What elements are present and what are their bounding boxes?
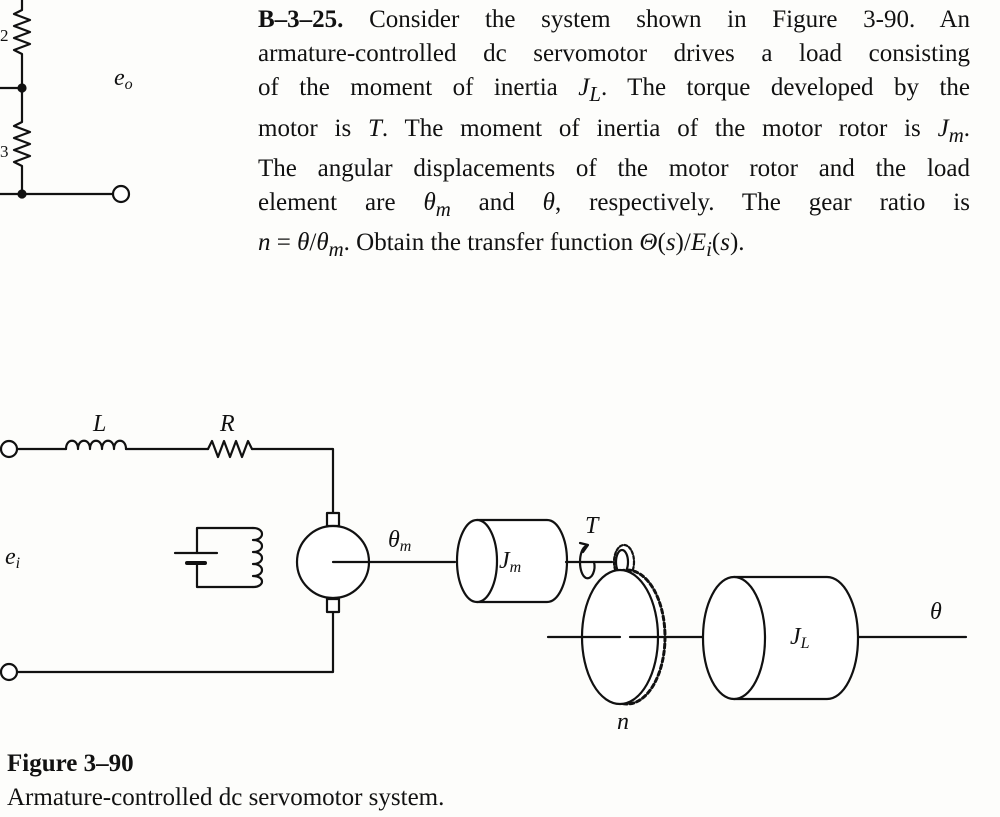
wire-r-to-motor bbox=[250, 447, 335, 515]
problem-line-6: element are θm and θ, respectively. The … bbox=[258, 189, 970, 222]
load-inertia bbox=[701, 575, 968, 701]
inductor-coil bbox=[64, 439, 128, 451]
motor-brush-bottom bbox=[325, 597, 341, 614]
problem-statement: B–3–25. Consider the system shown in Fig… bbox=[258, 3, 970, 266]
label-gear-ratio: n bbox=[617, 709, 629, 735]
field-coil bbox=[251, 526, 264, 589]
problem-number: B–3–25. bbox=[258, 6, 344, 33]
resistor-zigzag bbox=[206, 439, 254, 459]
label-r3-fragment: 3 bbox=[0, 142, 9, 161]
output-terminal bbox=[111, 184, 131, 204]
jl-face bbox=[701, 575, 767, 701]
armature-circuit bbox=[0, 439, 335, 682]
input-terminal-bottom bbox=[0, 662, 19, 682]
label-r2-fragment: 2 bbox=[0, 26, 9, 45]
label-jl: JL bbox=[790, 624, 810, 652]
figure-caption: Figure 3–90 Armature-controlled dc servo… bbox=[7, 747, 444, 815]
label-torque: T bbox=[585, 513, 599, 539]
field-circuit bbox=[173, 526, 264, 589]
problem-line-1: B–3–25. Consider the system shown in Fig… bbox=[258, 6, 971, 33]
prev-figure-circuit bbox=[0, 0, 131, 204]
motor bbox=[295, 511, 457, 614]
field-wires bbox=[195, 526, 255, 589]
label-ei: ei bbox=[5, 544, 21, 572]
resistor-r2 bbox=[12, 0, 32, 90]
problem-line-5: The angular displacements of the motor r… bbox=[258, 154, 970, 182]
input-terminal-top bbox=[0, 439, 19, 459]
figure-caption-text: Armature-controlled dc servomotor system… bbox=[7, 784, 445, 811]
problem-line-4: motor is T. The moment of inertia of the… bbox=[258, 114, 970, 147]
gear-train bbox=[546, 543, 736, 706]
torque-arrow bbox=[578, 544, 596, 580]
label-eo: eo bbox=[114, 65, 133, 93]
problem-line-2: armature-controlled dc servomotor drives… bbox=[258, 40, 970, 68]
junction-dot bbox=[17, 189, 27, 199]
problem-line-7: n = θ/θm. Obtain the transfer function Θ… bbox=[258, 229, 745, 262]
motor-inertia bbox=[455, 518, 614, 604]
wire-motor-to-bottom bbox=[15, 610, 335, 674]
figure-caption-label: Figure 3–90 bbox=[7, 750, 134, 777]
label-theta-m: θm bbox=[388, 527, 412, 555]
resistor-r3 bbox=[12, 86, 32, 196]
jm-face bbox=[455, 518, 499, 604]
label-theta: θ bbox=[930, 599, 942, 625]
motor-brush-top bbox=[325, 511, 341, 528]
problem-line-3: of the moment of inertia JL. The torque … bbox=[258, 74, 970, 107]
label-inductance: L bbox=[93, 411, 107, 437]
torque-arrow-head bbox=[578, 541, 590, 554]
label-resistance: R bbox=[220, 411, 235, 437]
label-jm: Jm bbox=[499, 548, 522, 576]
